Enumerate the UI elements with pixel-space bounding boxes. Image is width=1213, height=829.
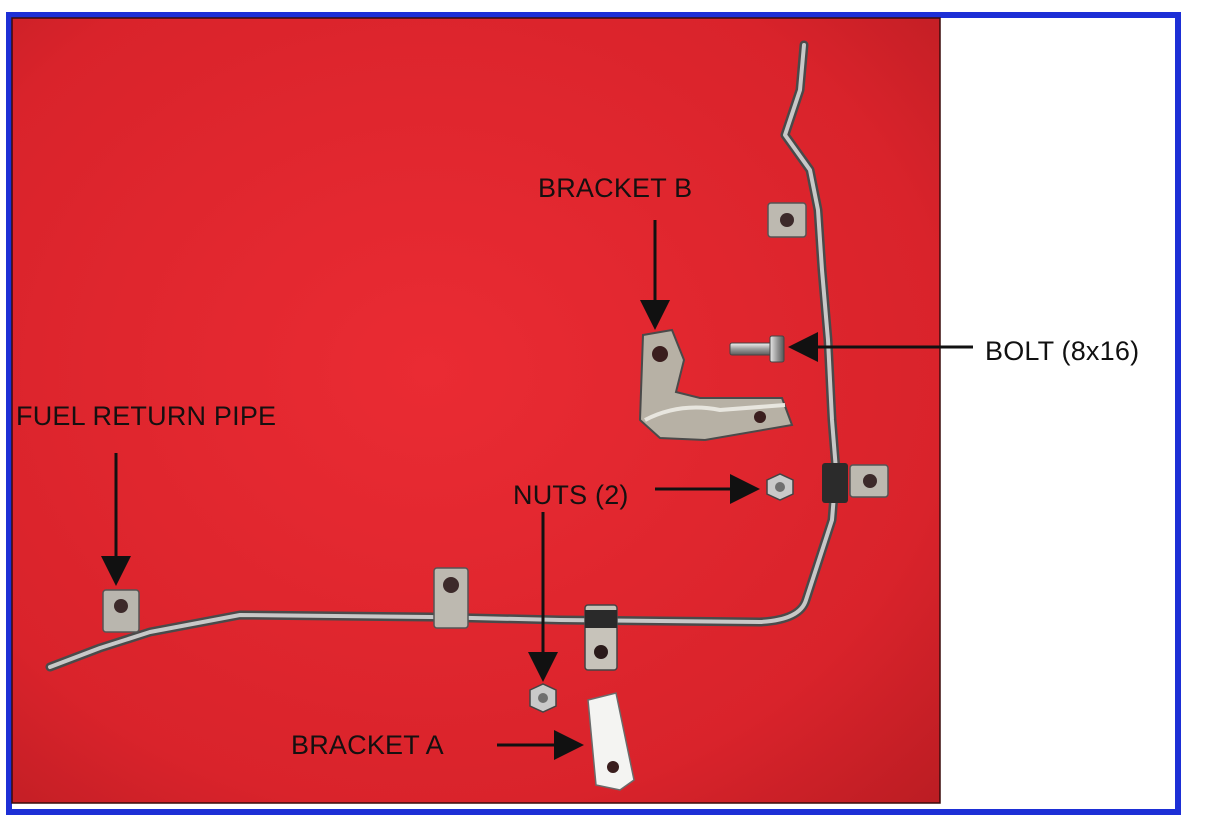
bracket-b-label: BRACKET B [538,173,693,203]
bolt-label: BOLT (8x16) [985,336,1140,366]
bracket-a-part [587,692,635,791]
callout-arrows [101,220,973,760]
fuel-return-pipe-illustration [45,40,889,672]
bolt-part [729,335,785,363]
bracket-b-part [638,328,794,442]
bracket-a-label: BRACKET A [291,730,444,760]
nut-part-upper [766,473,794,501]
nut-part-lower [529,683,557,713]
nuts-label: NUTS (2) [513,480,629,510]
fuel-return-pipe-label: FUEL RETURN PIPE [16,401,277,431]
